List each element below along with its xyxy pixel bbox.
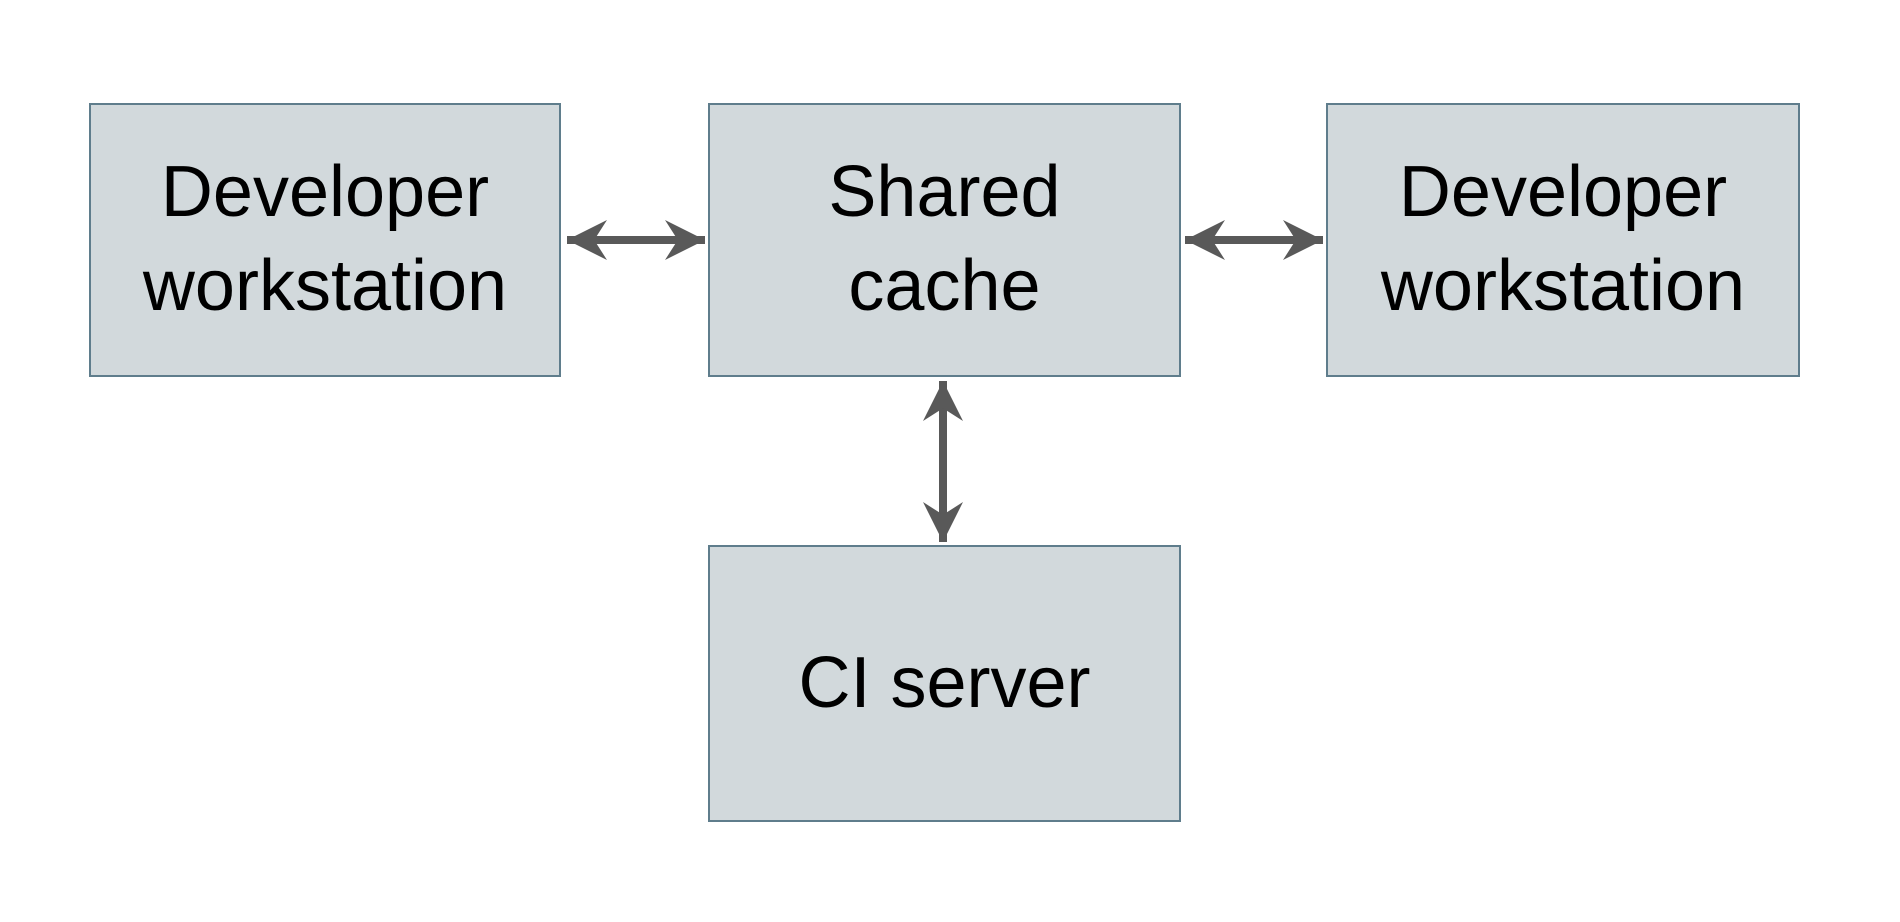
node-label-developer-workstation-left: Developer workstation <box>142 152 508 326</box>
node-developer-workstation-left: Developer workstation <box>89 103 561 377</box>
node-label-ci-server: CI server <box>798 642 1091 723</box>
node-developer-workstation-right: Developer workstation <box>1326 103 1800 377</box>
node-label-developer-workstation-right: Developer workstation <box>1380 152 1746 326</box>
node-label-shared-cache: Shared cache <box>828 152 1061 326</box>
node-ci-server: CI server <box>708 545 1181 822</box>
node-shared-cache: Shared cache <box>708 103 1181 377</box>
